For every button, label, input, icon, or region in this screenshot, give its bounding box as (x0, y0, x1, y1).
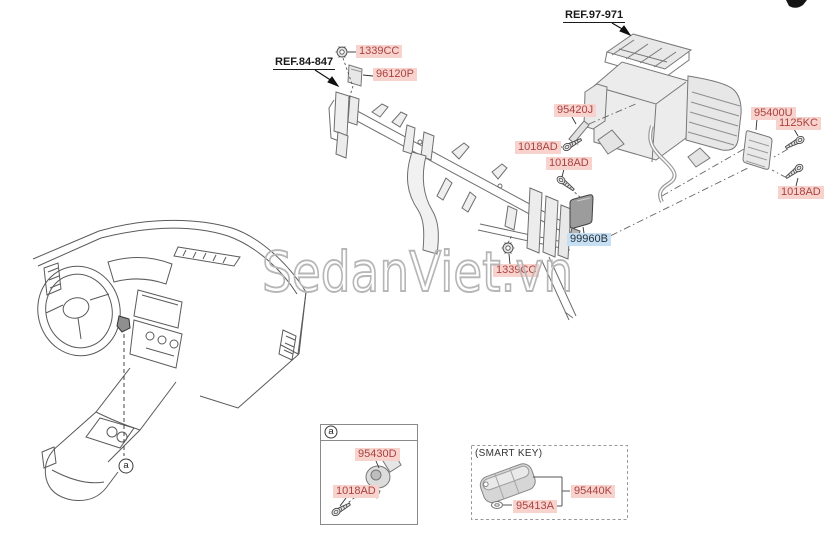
smart-key-box (471, 445, 628, 520)
ref-arrows (314, 22, 632, 88)
screw-1125KC (783, 134, 806, 151)
phantom-lines (588, 102, 789, 243)
part-label-1339CC-bottom[interactable]: 1339CC (493, 264, 540, 277)
screw-1018AD-3 (783, 162, 805, 181)
dashboard-drawing (32, 219, 307, 501)
dashboard-callout-letter: a (123, 460, 129, 471)
callout-a-circle (118, 458, 134, 474)
drain-hose (648, 125, 677, 203)
key-fob-95440K (479, 463, 536, 504)
leader-lines (339, 51, 799, 507)
crossbar-drawing (328, 91, 577, 321)
part-label-1018AD-2[interactable]: 1018AD (546, 157, 592, 170)
sensor-location-highlight (116, 315, 131, 333)
hvac-drawing (583, 33, 742, 203)
screw-1018AD-2 (555, 174, 577, 193)
module-95400U (742, 130, 773, 170)
part-label-95440K[interactable]: 95440K (571, 485, 615, 498)
cutoff-part (786, 0, 807, 8)
part-label-95420J[interactable]: 95420J (554, 104, 597, 117)
part-label-96120P[interactable]: 96120P (373, 68, 417, 81)
part-label-95413A[interactable]: 95413A (513, 500, 557, 513)
part-label-1125KC[interactable]: 1125KC (776, 117, 821, 130)
steering-wheel (37, 265, 121, 357)
nut-1339CC-bottom (501, 241, 515, 255)
part-label-1018AD-1[interactable]: 1018AD (515, 141, 561, 154)
part-label-1018AD-4[interactable]: 1018AD (333, 485, 379, 498)
battery-95413A (491, 501, 503, 509)
bracket-96120P (347, 64, 363, 87)
ref-label-97-971[interactable]: REF.97-971 (563, 9, 626, 23)
part-label-1018AD-3[interactable]: 1018AD (778, 186, 824, 199)
part-label-95430D[interactable]: 95430D (355, 448, 400, 461)
inset-callout-circle (324, 425, 338, 439)
ref-label-84-847[interactable]: REF.84-847 (273, 56, 336, 70)
part-label-95400U[interactable]: 95400U (751, 107, 796, 120)
nut-1339CC-top (335, 45, 349, 59)
smart-key-title: (SMART KEY) (475, 448, 543, 459)
part-label-99960B[interactable]: 99960B (567, 233, 611, 246)
inset-callout-letter: a (328, 426, 334, 437)
part-label-1339CC-top[interactable]: 1339CC (356, 45, 403, 58)
